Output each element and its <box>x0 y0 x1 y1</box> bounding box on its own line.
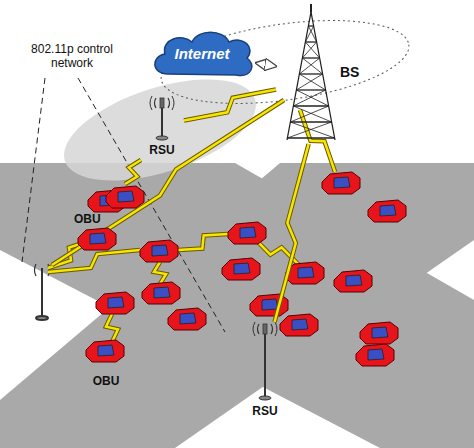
node-label: RSU <box>140 143 184 158</box>
bolt-fill <box>275 144 309 322</box>
bolt-outline <box>106 314 118 342</box>
bolt-fill <box>52 100 284 265</box>
antenna-symbol <box>150 96 174 140</box>
cloud-node: Internet <box>148 28 256 80</box>
bolt-fill <box>154 262 166 284</box>
tower-node: BS <box>276 4 368 144</box>
node-label: RSU <box>243 404 287 419</box>
antenna-node: RSU <box>140 96 184 160</box>
car-node: OBU <box>80 338 132 392</box>
wireless-link <box>275 144 309 322</box>
network-label: 802.11p control network <box>22 42 122 70</box>
bolt-outline <box>154 262 166 284</box>
bolt-outline <box>52 100 284 265</box>
vehicle <box>86 340 124 362</box>
roadside-antenna <box>35 264 50 320</box>
car-node: OBU <box>74 184 146 230</box>
road-crossing <box>0 163 474 448</box>
vehicles <box>78 172 406 366</box>
wireless-link <box>184 90 276 121</box>
bolt-fill <box>184 90 276 121</box>
bolt-fill <box>125 160 141 184</box>
bolt-outline <box>125 160 141 184</box>
bolt-fill <box>106 314 118 342</box>
bolt-fill <box>300 110 335 172</box>
vehicle <box>106 186 144 208</box>
wireless-link <box>125 160 141 184</box>
node-label: Internet <box>148 45 256 63</box>
antenna-symbol <box>253 322 277 400</box>
wireless-links <box>48 100 335 342</box>
antenna-node: RSU <box>243 322 287 422</box>
lattice-tower <box>287 4 335 140</box>
bolt-outline <box>178 234 228 250</box>
backbone-link <box>256 63 276 66</box>
bolt-outline <box>300 110 335 172</box>
node-label: OBU <box>74 212 101 227</box>
link-line <box>256 63 276 66</box>
control-network-leaders <box>22 78 225 332</box>
node-label: BS <box>340 64 359 81</box>
node-label: OBU <box>80 374 132 389</box>
bolt-outline <box>184 90 276 121</box>
bolt-fill <box>178 234 228 250</box>
bolt-outline <box>275 144 309 322</box>
